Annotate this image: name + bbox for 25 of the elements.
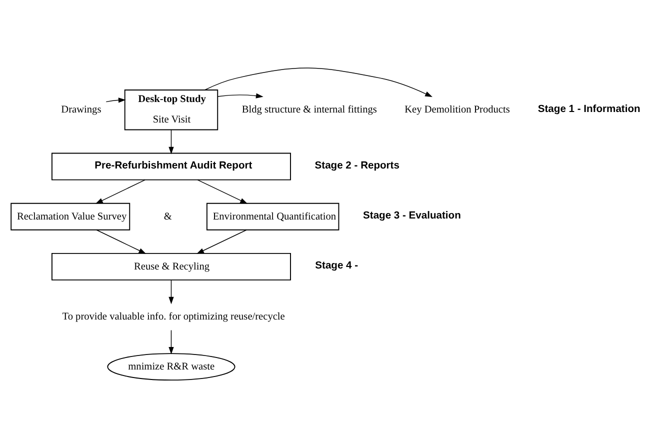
label: Stage 4 - xyxy=(315,260,358,272)
arrow xyxy=(95,180,146,204)
node-box: Desk-top Study Site Visit xyxy=(124,90,218,130)
node-ellipse: mnimize R&R waste xyxy=(107,353,236,381)
arrow xyxy=(168,330,174,354)
node-box: Environmental Quantification xyxy=(206,202,340,230)
node-text: To provide valuable info. for optimizing reuse/recycle xyxy=(62,311,285,322)
label: Stage 3 - Evaluation xyxy=(363,210,461,222)
node-box: Reclamation Value Survey xyxy=(10,202,130,230)
arrow xyxy=(217,93,264,98)
label: Stage 1 - Information xyxy=(538,104,640,115)
node-text: Key Demolition Products xyxy=(404,104,510,116)
arrow xyxy=(197,180,248,204)
label: & xyxy=(164,211,172,222)
arrow xyxy=(168,280,174,304)
arrow xyxy=(96,230,146,254)
arrow xyxy=(196,230,247,254)
node-text: Drawings xyxy=(61,104,102,116)
arrow xyxy=(204,68,432,98)
arrow xyxy=(168,130,174,154)
node-box: Pre-Refurbishment Audit Report xyxy=(51,152,291,180)
node-box: Reuse & Recyling xyxy=(51,252,291,280)
arrow xyxy=(106,98,126,103)
node-text: Bldg structure & internal fittings xyxy=(242,104,377,116)
label: Stage 2 - Reports xyxy=(314,160,400,172)
